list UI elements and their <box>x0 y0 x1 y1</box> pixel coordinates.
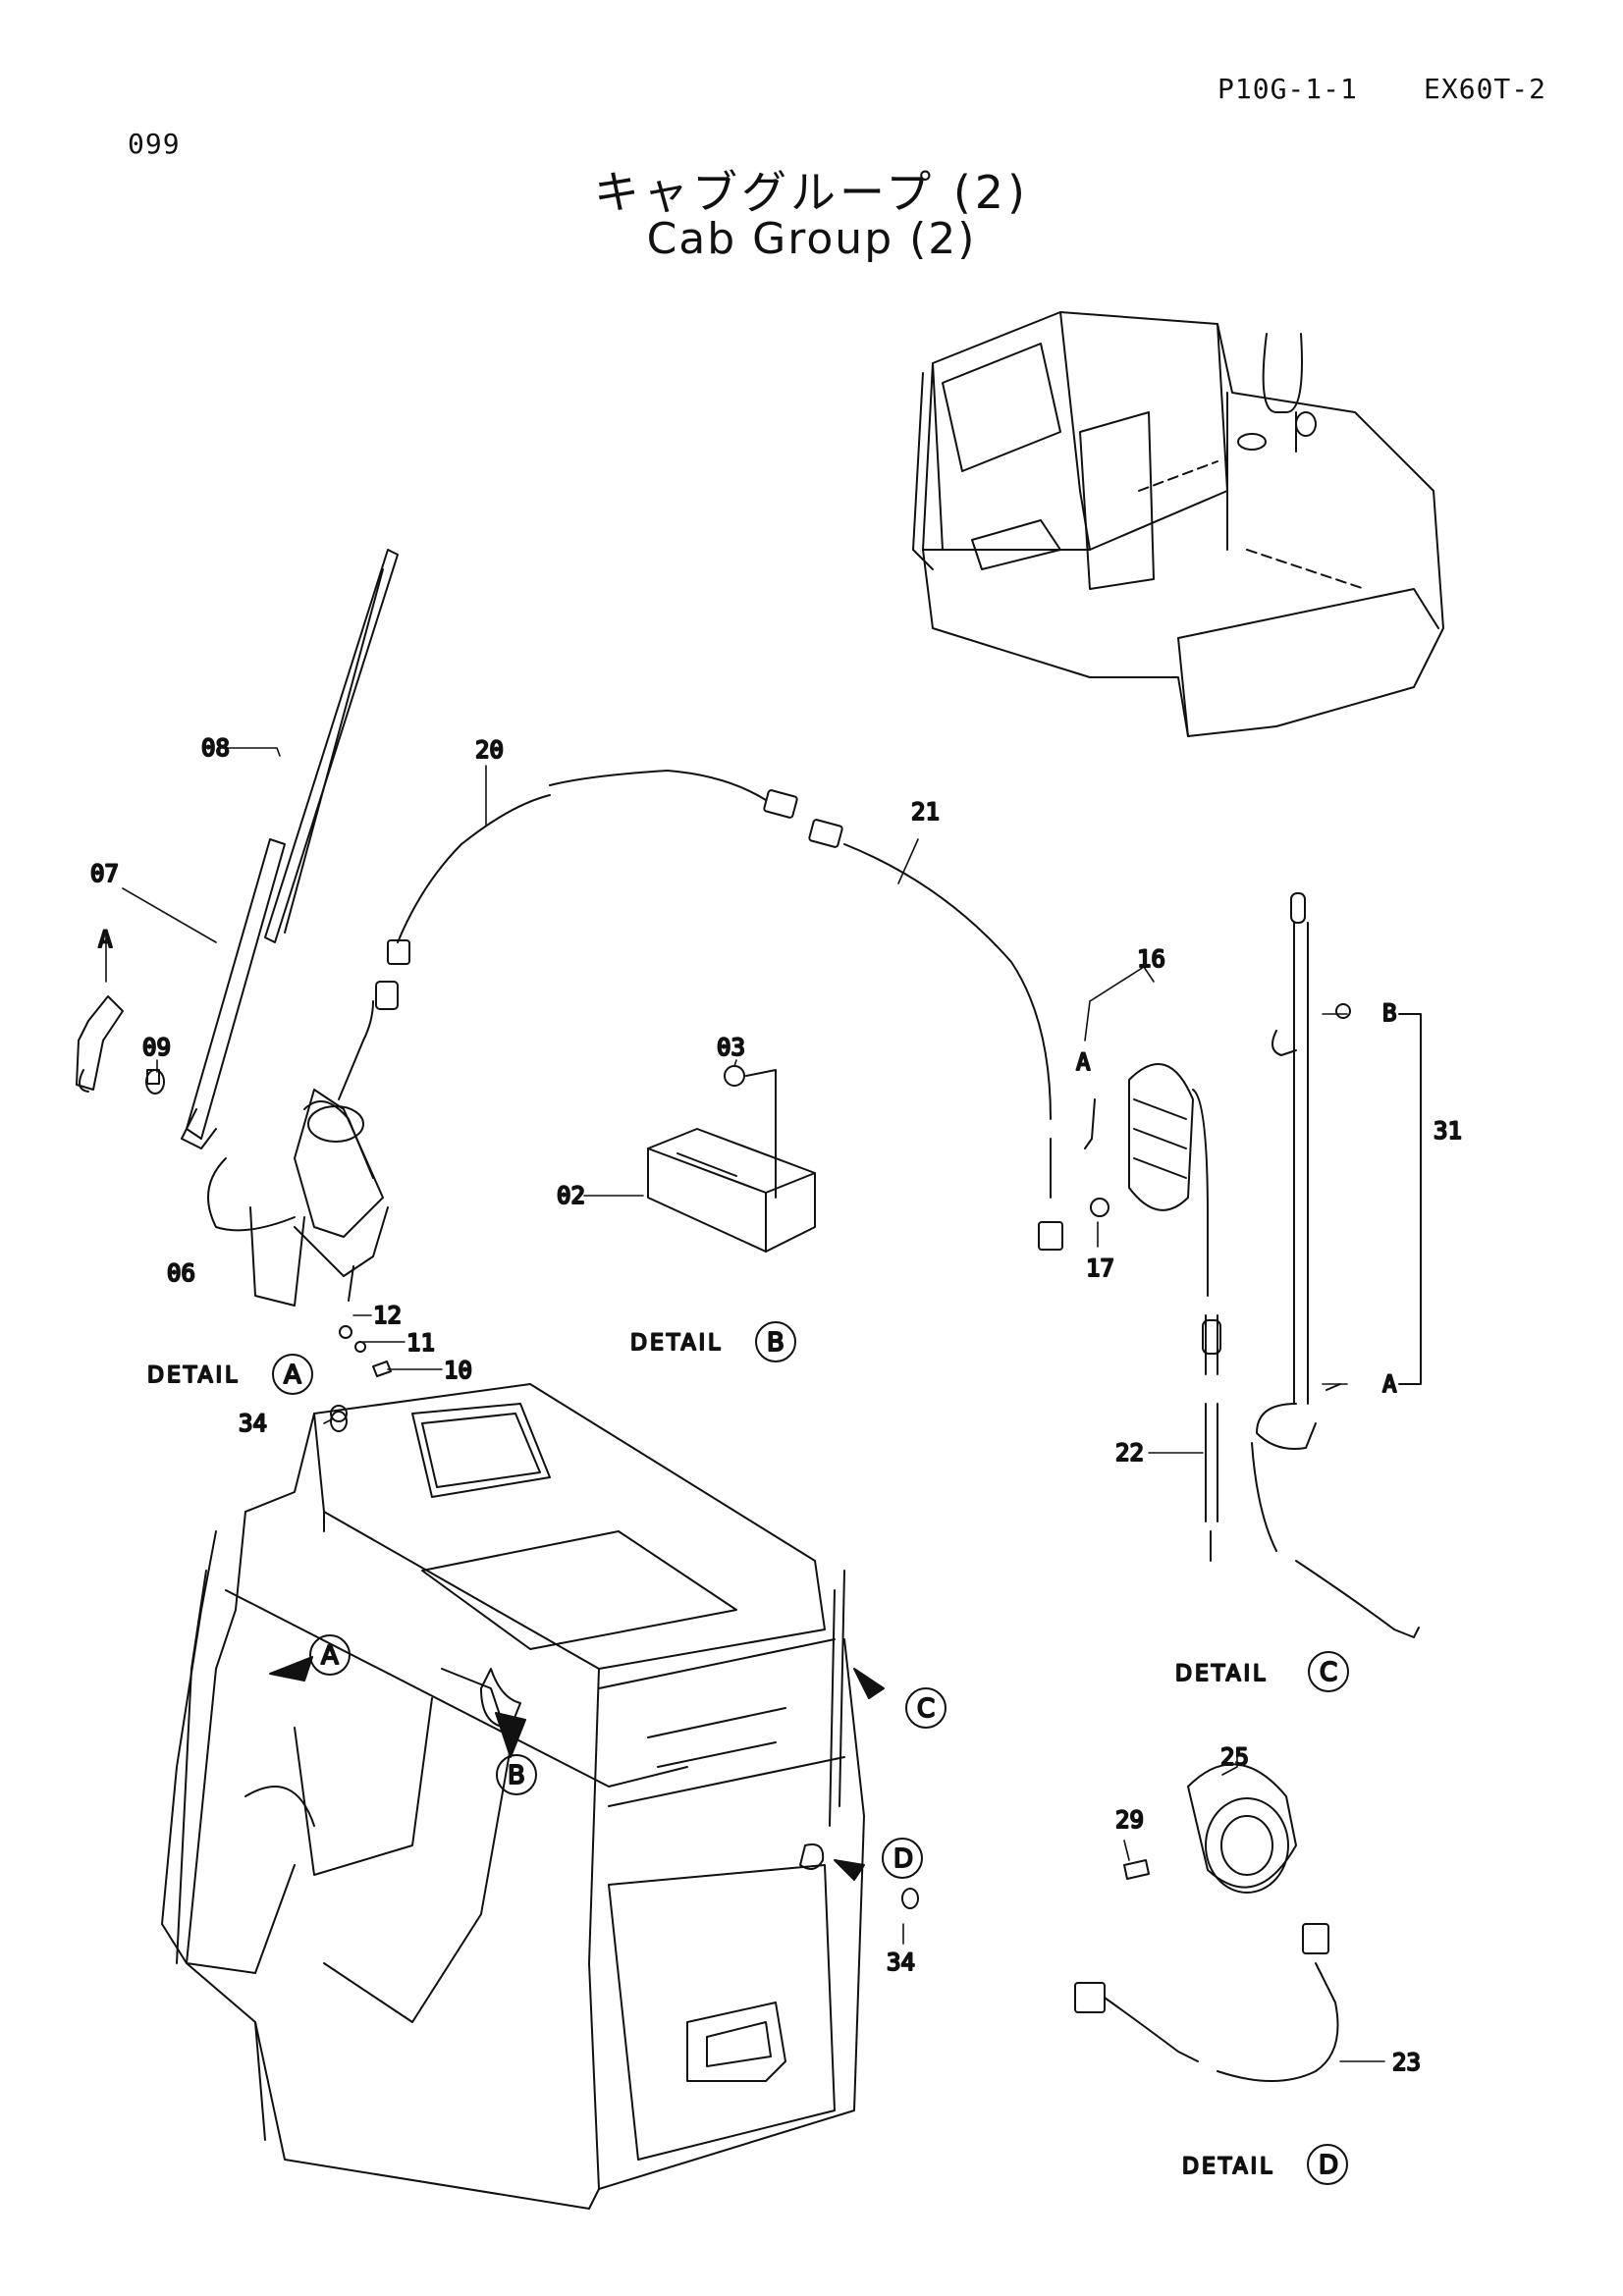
detail-b-caption: DETAIL <box>630 1331 723 1356</box>
model-code: EX60T-2 <box>1424 73 1547 105</box>
wiper-motor <box>207 981 399 1307</box>
part-16-label: 16 <box>1137 945 1165 973</box>
wiper-assembly <box>76 549 399 1149</box>
detail-d-speaker <box>1074 1763 1339 2082</box>
detail-d-caption: DETAIL <box>1182 2155 1274 2179</box>
cab-callout-c: C <box>917 1694 935 1724</box>
part-29-label: 29 <box>1115 1806 1144 1834</box>
part-09-label: 09 <box>142 1034 171 1061</box>
detail-a-letter: A <box>284 1361 301 1390</box>
hardware-small <box>146 1069 392 1422</box>
part-06-label: 06 <box>167 1259 195 1287</box>
detail-c-antenna <box>1202 892 1422 1638</box>
leader-lines <box>105 747 1385 2062</box>
part-34-label-top: 34 <box>239 1410 267 1437</box>
part-03-label: 03 <box>717 1034 745 1061</box>
part-31-label: 31 <box>1434 1117 1462 1145</box>
page-number: 099 <box>128 128 181 160</box>
page-code: P10G-1-1 <box>1217 73 1358 105</box>
cab-callout-d: D <box>893 1844 913 1874</box>
part-12-label: 12 <box>373 1302 402 1329</box>
part-34-label-bottom: 34 <box>887 1949 915 1976</box>
part-17-label: 17 <box>1086 1255 1114 1282</box>
ref-a-antenna: A <box>1382 1370 1397 1398</box>
cab-callout-b: B <box>508 1761 525 1790</box>
detail-circles <box>272 1321 1349 2185</box>
title-english: Cab Group (2) <box>646 214 977 264</box>
part-02-label: 02 <box>557 1182 585 1209</box>
detail-b-letter: B <box>767 1328 784 1358</box>
detail-d-letter: D <box>1319 2151 1338 2180</box>
part-10-label: 10 <box>444 1357 472 1384</box>
part-25-label: 25 <box>1220 1743 1249 1771</box>
part-07-label: 07 <box>90 860 119 887</box>
cab-callout-a: A <box>321 1641 339 1671</box>
detail-c-caption: DETAIL <box>1175 1662 1268 1686</box>
part-23-label: 23 <box>1392 2049 1421 2076</box>
part-08-label: 08 <box>201 734 230 762</box>
detail-a-caption: DETAIL <box>147 1363 240 1388</box>
part-20-label: 20 <box>475 736 504 764</box>
cab-body <box>161 1383 919 2210</box>
ref-b-antenna: B <box>1382 999 1396 1027</box>
wire-harness <box>387 770 1063 1251</box>
title-japanese: キャブグループ (2) <box>593 166 1030 219</box>
detail-a-lamp <box>1084 1063 1209 1297</box>
part-21-label: 21 <box>911 798 940 826</box>
callout-arrows <box>269 1656 885 1881</box>
ref-a-wiper: A <box>98 926 113 953</box>
detail-b-parts <box>647 1065 816 1253</box>
part-11-label: 11 <box>406 1329 435 1357</box>
part-22-label: 22 <box>1115 1439 1144 1467</box>
machine-overview <box>912 311 1444 737</box>
detail-c-letter: C <box>1320 1658 1337 1687</box>
ref-a-lamp: A <box>1076 1048 1091 1076</box>
